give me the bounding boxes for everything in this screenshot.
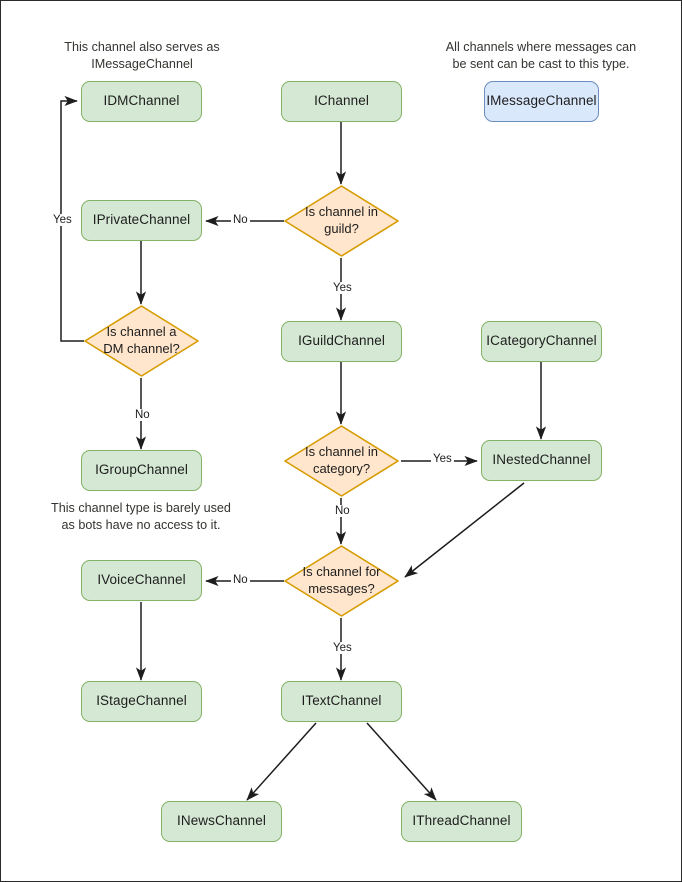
decision-label: Is channel in category? [283, 424, 400, 498]
decision-line-1: Is channel in [305, 204, 378, 220]
decision-line-2: messages? [308, 581, 375, 596]
note-group-channel: This channel type is barely used as bots… [51, 501, 231, 532]
edge-label-category-no: No [333, 505, 352, 517]
node-igroupchannel[interactable]: IGroupChannel [81, 450, 202, 491]
edge-itextchannel-to-ithreadchannel [366, 722, 437, 801]
note-dm-channel: This channel also serves as IMessageChan… [64, 40, 220, 71]
diamond-shape [84, 305, 199, 377]
decision-label: Is channel a DM channel? [83, 304, 200, 378]
node-iguildchannel[interactable]: IGuildChannel [281, 321, 402, 362]
node-inewschannel[interactable]: INewsChannel [161, 801, 282, 842]
edge-label-dm-no: No [133, 409, 152, 421]
edge-itextchannel-to-inewschannel [246, 722, 317, 801]
node-inestedchannel[interactable]: INestedChannel [481, 440, 602, 481]
node-icategorychannel[interactable]: ICategoryChannel [481, 321, 602, 362]
edge-label-guild-yes: Yes [331, 282, 354, 294]
decision-is-channel-for-messages[interactable]: Is channel for messages? [283, 544, 400, 618]
edge-label-category-yes: Yes [431, 453, 454, 465]
decision-is-channel-a-dm-channel[interactable]: Is channel a DM channel? [83, 304, 200, 378]
edge-label-messages-no: No [231, 574, 250, 586]
decision-label: Is channel for messages? [283, 544, 400, 618]
node-idmchannel[interactable]: IDMChannel [81, 81, 202, 122]
decision-is-channel-in-category[interactable]: Is channel in category? [283, 424, 400, 498]
node-istagechannel[interactable]: IStageChannel [81, 681, 202, 722]
node-ichannel[interactable]: IChannel [281, 81, 402, 122]
decision-line-2: DM channel? [103, 341, 180, 356]
note-message-channel: All channels where messages can be sent … [445, 40, 637, 71]
diamond-shape [284, 545, 399, 617]
node-imessagechannel[interactable]: IMessageChannel [484, 81, 599, 122]
decision-line-2: category? [312, 461, 371, 476]
decision-line-2: guild? [324, 221, 359, 236]
diamond-shape [284, 425, 399, 497]
edge-label-messages-yes: Yes [331, 642, 354, 654]
decision-line-1: Is channel in [305, 444, 378, 460]
node-ivoicechannel[interactable]: IVoiceChannel [81, 560, 202, 601]
decision-line-1: Is channel a [106, 324, 177, 340]
edge-label-dm-yes: Yes [51, 214, 74, 226]
decision-is-channel-in-guild[interactable]: Is channel in guild? [283, 184, 400, 258]
edge-label-guild-no: No [231, 214, 250, 226]
node-iprivatechannel[interactable]: IPrivateChannel [81, 200, 202, 241]
decision-label: Is channel in guild? [283, 184, 400, 258]
node-ithreadchannel[interactable]: IThreadChannel [401, 801, 522, 842]
diamond-shape [284, 185, 399, 257]
edge-inestedchannel-to-isformessages [404, 482, 525, 578]
decision-line-1: Is channel for [302, 564, 381, 580]
node-itextchannel[interactable]: ITextChannel [281, 681, 402, 722]
